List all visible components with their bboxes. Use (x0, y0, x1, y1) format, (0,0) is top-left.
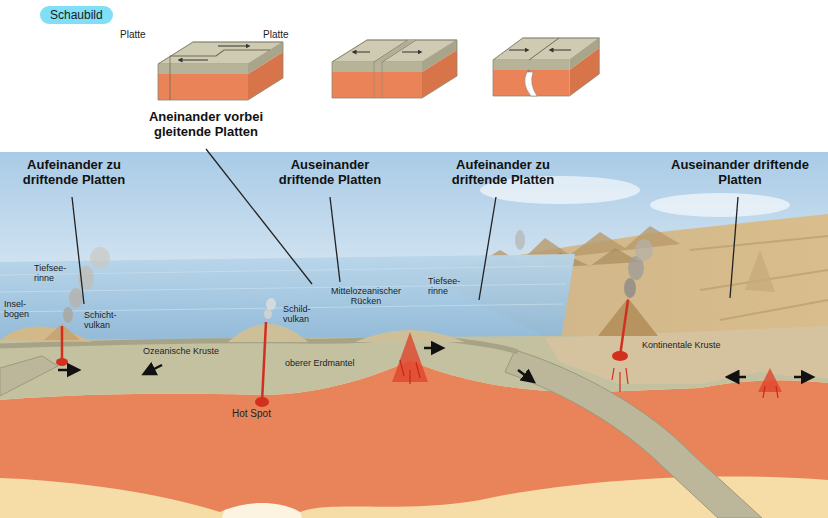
feature-label: Mittelozeanischer Rücken (318, 286, 414, 306)
heading: Auseinander driftende Platten (670, 158, 810, 188)
badge-text: Schaubild (50, 8, 103, 22)
feature-label: Schicht- vulkan (84, 310, 126, 330)
leader-lines (72, 149, 738, 304)
divergent-block (332, 40, 457, 98)
heading: Auseinander driftende Platten (262, 158, 398, 188)
plate-label: Platte (263, 29, 303, 40)
feature-label: oberer Erdmantel (285, 358, 385, 368)
feature-label: Hot Spot (232, 408, 302, 419)
heading: Aneinander vorbei gleitende Platten (122, 110, 290, 140)
heading: Aufeinander zu driftende Platten (428, 158, 578, 188)
convergent-block (493, 38, 599, 96)
feature-label: Schild- vulkan (283, 304, 321, 324)
title-badge: Schaubild (40, 6, 113, 24)
plate-label: Platte (120, 29, 160, 40)
feature-label: Ozeanische Kruste (143, 346, 253, 356)
feature-label: Insel- bogen (4, 299, 40, 319)
feature-label: Tiefsee- rinne (34, 263, 76, 283)
transform-fault-block (158, 42, 283, 100)
feature-label: Tiefsee- rinne (428, 276, 472, 296)
heading: Aufeinander zu driftende Platten (4, 158, 144, 188)
feature-label: Kontinentale Kruste (642, 340, 742, 350)
